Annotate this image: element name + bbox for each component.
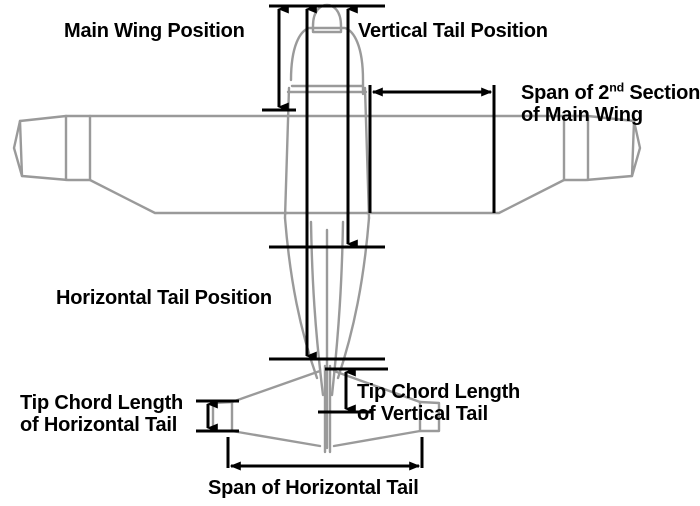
label-vertical-tail-position: Vertical Tail Position	[358, 20, 548, 42]
tail-boom-left	[283, 216, 319, 380]
tail-boom-right	[336, 216, 371, 380]
label-main-wing-position: Main Wing Position	[64, 20, 245, 42]
airframe-outline	[12, 3, 642, 454]
ht-tip-chord-line2: of Horizontal Tail	[20, 414, 178, 437]
ht-tip-chord-line1: Tip Chord Length	[20, 392, 184, 414]
main-wing-right	[363, 114, 642, 215]
vt-tip-chord-line1: Tip Chord Length	[357, 381, 521, 403]
label-span-of-horizontal-tail: Span of Horizontal Tail	[208, 477, 419, 499]
span-2nd-text-b: Section	[623, 82, 700, 104]
vertical-tail-fin	[323, 364, 332, 454]
forward-fuselage	[289, 26, 365, 96]
main-wing-right-tip-edge	[630, 119, 636, 178]
vt-tip-chord-line2: of Vertical Tail	[357, 403, 488, 426]
horizontal-tail-right	[332, 369, 441, 448]
dimension-annotations	[196, 4, 496, 471]
tail-boom-core-right	[330, 220, 345, 397]
main-wing-left	[12, 114, 291, 215]
main-wing-left-tip-edge	[18, 119, 24, 178]
fuselage-right-side	[363, 86, 371, 220]
fuselage-left-side	[283, 86, 291, 220]
span-2nd-ordinal-suffix: nd	[609, 80, 624, 95]
horizontal-tail-left	[211, 369, 322, 448]
span-2nd-text-a: Span of 2	[521, 82, 610, 104]
label-horizontal-tail-position: Horizontal Tail Position	[56, 287, 272, 309]
span-2nd-text-line2: of Main Wing	[521, 104, 643, 127]
